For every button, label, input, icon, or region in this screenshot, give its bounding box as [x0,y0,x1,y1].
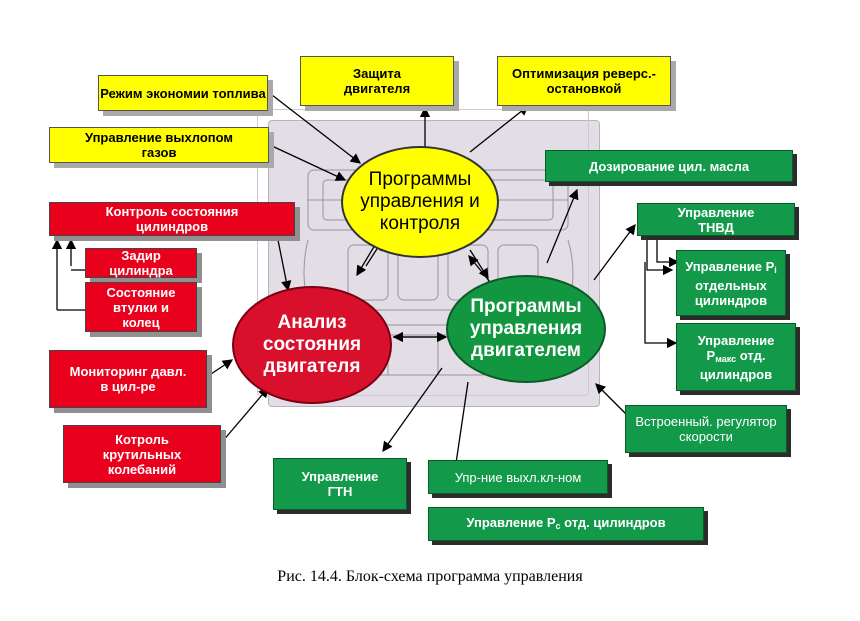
reverse-stop-box: Оптимизация реверс.-остановкой [497,56,671,106]
exhaust-valve-label: Упр-ние выхл.кл-ном [454,469,582,485]
control-programs-label: Программы управления и контроля [360,169,480,234]
liner-rings-label: Состояние втулки и колец [106,284,176,330]
control-programs-ellipse: Программы управления и контроля [341,146,499,258]
pc-label-sub: c [555,520,561,531]
pmax-cylinders-label: Управление Pмакс отд. цилиндров [681,333,791,382]
pmax-cylinders-box: Управление Pмакс отд. цилиндров [676,323,796,391]
torsional-vibration-box: Котроль крутильных колебаний [63,425,221,483]
pc-label-main: Управление P [466,514,556,530]
condition-analysis-ellipse: Анализ состояния двигателя [232,286,392,404]
engine-protection-label: Защита двигателя [343,66,411,96]
pi-label-main: Управление P [685,258,775,274]
turbocharger-box: Управление ГТН [273,458,407,510]
pi-cylinders-label: Управление Pi отдельных цилиндров [681,259,781,308]
liner-rings-box: Состояние втулки и колец [85,282,197,332]
cylinder-condition-label: Контроль состояния цилиндров [105,204,239,234]
pc-label-rest: отд. цилиндров [560,514,666,530]
exhaust-control-box: Управление выхлопом газов [49,127,269,163]
figure-caption: Рис. 14.4. Блок-схема программа управлен… [277,568,583,585]
pressure-monitoring-box: Мониторинг давл. в цил-ре [49,350,207,408]
pressure-monitoring-label: Мониторинг давл. в цил-ре [69,364,187,394]
pc-cylinders-label: Управление Pc отд. цилиндров [466,515,665,534]
engine-control-label: Программы управления двигателем [469,296,583,361]
engine-control-ellipse: Программы управления двигателем [446,275,606,383]
hp-fuel-pump-label: Управление ТНВД [677,204,755,235]
pi-label-rest: отдельных цилиндров [694,277,768,308]
pmax-label-main: Управление P [697,332,775,363]
cylinder-condition-box: Контроль состояния цилиндров [49,202,295,236]
speed-regulator-label: Встроенный. регулятор скорости [635,414,777,444]
cylinder-scuffing-label: Задир цилиндра [109,248,173,278]
hp-fuel-pump-box: Управление ТНВД [637,203,795,236]
torsional-vibration-label: Котроль крутильных колебаний [102,431,182,477]
engine-protection-box: Защита двигателя [300,56,454,106]
speed-regulator-box: Встроенный. регулятор скорости [625,405,787,453]
pc-cylinders-box: Управление Pc отд. цилиндров [428,507,704,541]
exhaust-control-label: Управление выхлопом газов [84,130,234,160]
fuel-economy-box: Режим экономии топлива [98,75,268,111]
cyl-oil-dosing-label: Дозирование цил. масла [588,158,750,174]
condition-analysis-label: Анализ состояния двигателя [262,312,362,377]
fuel-economy-label: Режим экономии топлива [100,85,266,101]
pmax-label-sub: макс [715,353,737,364]
cylinder-scuffing-box: Задир цилиндра [85,248,197,278]
reverse-stop-label: Оптимизация реверс.-остановкой [512,66,656,96]
pi-cylinders-box: Управление Pi отдельных цилиндров [676,250,786,316]
turbocharger-label: Управление ГТН [301,469,379,499]
cyl-oil-dosing-box: Дозирование цил. масла [545,150,793,182]
exhaust-valve-box: Упр-ние выхл.кл-ном [428,460,608,494]
pmax-label-rest: отд. цилиндров [699,347,773,382]
pi-label-sub: i [774,264,777,275]
